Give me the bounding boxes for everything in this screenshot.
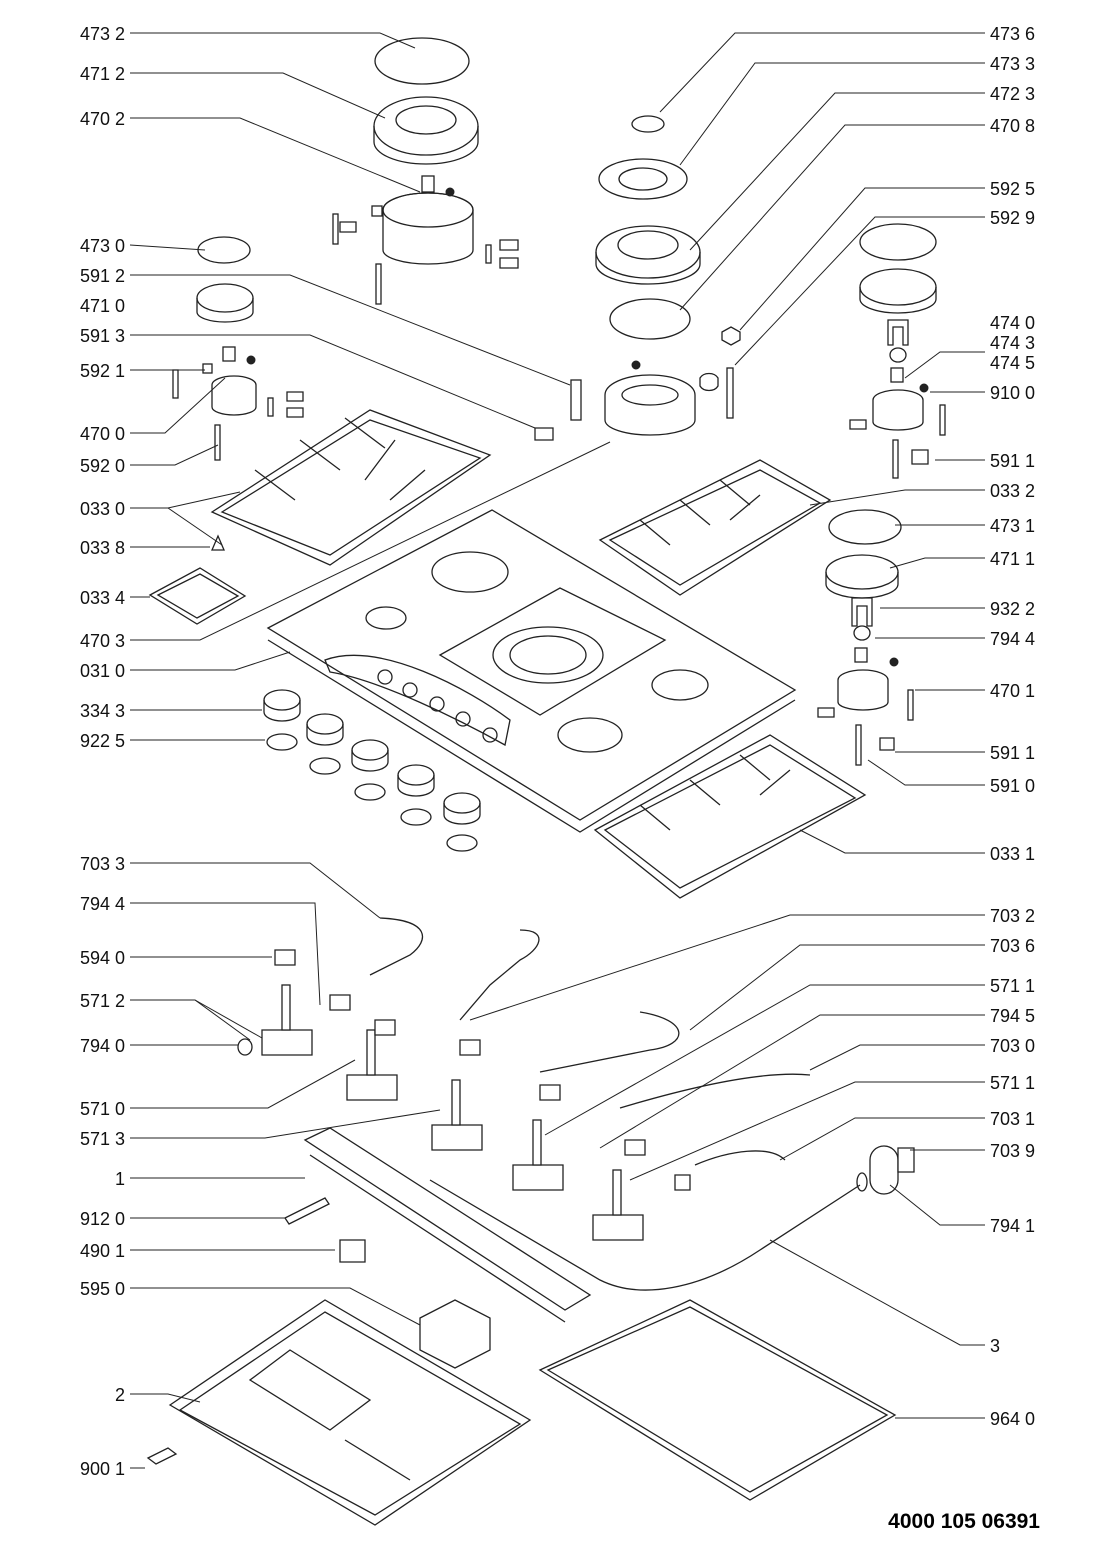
part-label: 474 0 <box>990 313 1035 333</box>
part-label: 591 2 <box>80 266 125 286</box>
part-label: 964 0 <box>990 1409 1035 1429</box>
part-label: 473 0 <box>80 236 125 256</box>
part-label: 592 1 <box>80 361 125 381</box>
part-label: 473 2 <box>80 24 125 44</box>
part-label: 592 5 <box>990 179 1035 199</box>
part-label: 592 0 <box>80 456 125 476</box>
part-label: 033 2 <box>990 481 1035 501</box>
part-label: 703 0 <box>990 1036 1035 1056</box>
part-label: 571 1 <box>990 976 1035 996</box>
pan-support-right-rear <box>598 459 832 596</box>
part-label: 033 0 <box>80 499 125 519</box>
part-label: 592 9 <box>990 208 1035 228</box>
pan-support-right-front <box>593 734 867 899</box>
part-label: 703 2 <box>990 906 1035 926</box>
part-drawings <box>146 37 946 1526</box>
part-label: 033 4 <box>80 588 125 608</box>
wok-ring <box>148 567 247 625</box>
burner-cap-large <box>374 37 470 85</box>
part-label: 470 1 <box>990 681 1035 701</box>
part-label: 490 1 <box>80 1241 125 1261</box>
part-label: 1 <box>115 1169 125 1189</box>
part-label: 571 1 <box>990 1073 1035 1093</box>
part-label: 912 0 <box>80 1209 125 1229</box>
part-label: 473 1 <box>990 516 1035 536</box>
part-label: 591 1 <box>990 451 1035 471</box>
document-code: 4000 105 06391 <box>888 1510 1040 1533</box>
part-label: 595 0 <box>80 1279 125 1299</box>
part-label: 794 4 <box>80 894 125 914</box>
part-label: 470 2 <box>80 109 125 129</box>
pan-support-left <box>210 409 492 566</box>
part-label: 031 0 <box>80 661 125 681</box>
leader-lines <box>129 32 985 1469</box>
control-rail <box>303 1127 592 1311</box>
part-label: 794 5 <box>990 1006 1035 1026</box>
part-label: 473 6 <box>990 24 1035 44</box>
part-label: 472 3 <box>990 84 1035 104</box>
burner-body <box>382 192 474 265</box>
part-label: 473 3 <box>990 54 1035 74</box>
part-label: 794 0 <box>80 1036 125 1056</box>
part-label: 591 0 <box>990 776 1035 796</box>
part-label: 910 0 <box>990 383 1035 403</box>
part-label: 594 0 <box>80 948 125 968</box>
part-label: 033 8 <box>80 538 125 558</box>
part-label: 3 <box>990 1336 1000 1356</box>
part-label: 591 3 <box>80 326 125 346</box>
part-label: 471 2 <box>80 64 125 84</box>
part-label: 571 3 <box>80 1129 125 1149</box>
part-label: 471 0 <box>80 296 125 316</box>
part-label: 703 6 <box>990 936 1035 956</box>
hob-seal <box>538 1299 897 1501</box>
part-label: 794 1 <box>990 1216 1035 1236</box>
part-label: 470 0 <box>80 424 125 444</box>
part-label: 474 5 <box>990 353 1035 373</box>
part-label: 932 2 <box>990 599 1035 619</box>
part-label: 922 5 <box>80 731 125 751</box>
part-label: 703 9 <box>990 1141 1035 1161</box>
part-label: 703 3 <box>80 854 125 874</box>
part-labels-left: 473 2 471 2 470 2 473 0 591 2 471 0 591 3 592 1… <box>80 24 125 1479</box>
part-label: 900 1 <box>80 1459 125 1479</box>
part-label: 571 0 <box>80 1099 125 1119</box>
hob-top-panel <box>266 509 797 821</box>
part-label: 470 8 <box>990 116 1035 136</box>
part-label: 033 1 <box>990 844 1035 864</box>
part-label: 571 2 <box>80 991 125 1011</box>
part-label: 703 1 <box>990 1109 1035 1129</box>
part-label: 470 3 <box>80 631 125 651</box>
part-label: 591 1 <box>990 743 1035 763</box>
part-label: 474 3 <box>990 333 1035 353</box>
part-label: 794 4 <box>990 629 1035 649</box>
part-label: 334 3 <box>80 701 125 721</box>
part-label: 471 1 <box>990 549 1035 569</box>
part-label: 2 <box>115 1385 125 1405</box>
